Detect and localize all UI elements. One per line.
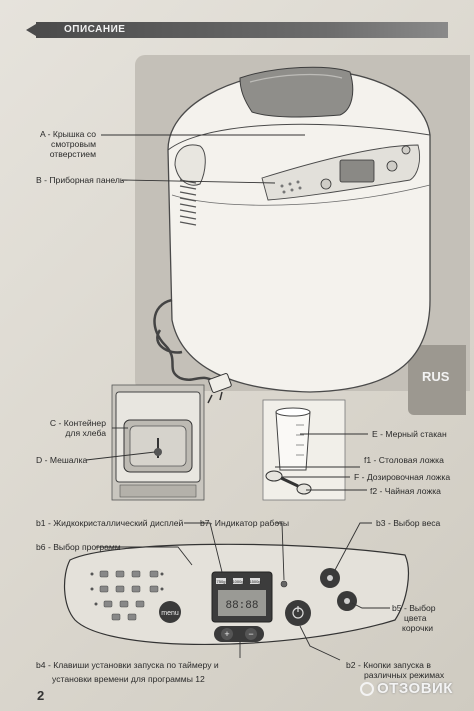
label-start-buttons: b2 - Кнопки запуска в различных режимах — [346, 660, 444, 680]
label-crust-color-line1: b5 - Выбор — [392, 603, 436, 613]
label-timer-keys-line1: b4 - Клавиши установки запуска по таймер… — [36, 660, 219, 670]
bread-maker-icon — [153, 66, 431, 404]
plus-button-label: + — [224, 629, 229, 639]
label-weight-select: b3 - Выбор веса — [376, 518, 441, 528]
label-lid-line2: смотровым — [51, 139, 96, 149]
label-bread-container-line2: для хлеба — [65, 428, 106, 438]
label-lid-line3: отверстием — [49, 149, 96, 159]
measuring-cup-and-spoon-icon — [262, 399, 346, 501]
label-start-buttons-line1: b2 - Кнопки запуска в — [346, 660, 431, 670]
watermark: ОТЗОВИК — [360, 680, 453, 697]
minus-button — [245, 628, 257, 640]
label-crust-color-line2: цвета — [404, 613, 427, 623]
label-timer-keys-line2: установки времени для программы 12 — [52, 674, 205, 684]
control-panel-diagram: menu 750g 1000g 1500g 88:88 + − — [63, 543, 410, 646]
start-button — [285, 600, 311, 626]
label-crust-color-line3: корочки — [402, 623, 434, 633]
label-program-select: b6 - Выбор программ — [36, 542, 121, 552]
language-tab-label: RUS — [422, 369, 450, 384]
label-kneading-paddle: D - Мешалка — [36, 455, 88, 465]
language-tab: RUS — [408, 345, 466, 415]
section-title: ОПИСАНИЕ — [64, 24, 126, 35]
display-weight-1: 750g — [217, 579, 226, 584]
label-crust-color: b5 - Выбор цвета корочки — [392, 603, 436, 633]
menu-button — [159, 601, 181, 623]
label-tablespoon: f1 - Столовая ложка — [364, 455, 444, 465]
label-measuring-cup: E - Мерный стакан — [372, 429, 447, 439]
plus-button — [221, 628, 233, 640]
label-lid: A - Крышка со смотровым отверстием — [36, 129, 96, 159]
label-timer-keys: b4 - Клавиши установки запуска по таймер… — [36, 660, 219, 684]
display-weight-3: 1500g — [249, 579, 260, 584]
label-lid-line1: A - Крышка со — [39, 129, 96, 139]
label-control-panel: B - Приборная панель — [36, 175, 125, 185]
header-arrow-icon — [26, 24, 36, 36]
watermark-text: ОТЗОВИК — [377, 680, 453, 697]
bread-pan-icon — [111, 384, 205, 501]
page-number: 2 — [37, 688, 45, 703]
section-header: ОПИСАНИЕ — [26, 22, 448, 38]
label-bread-container-line1: C - Контейнер — [49, 418, 106, 428]
label-bread-container: C - Контейнер для хлеба — [30, 418, 106, 438]
leader-lines — [85, 134, 390, 661]
label-measuring-spoon: F - Дозировочная ложка — [354, 472, 451, 482]
menu-button-label: menu — [161, 610, 179, 617]
label-status-indicator: b7- Индикатор работы — [200, 518, 290, 528]
label-start-buttons-line2: различных режимах — [364, 670, 445, 680]
label-lcd-display: b1 - Жидкокристаллический дисплей — [36, 518, 184, 528]
display-time: 88:88 — [225, 600, 258, 612]
status-indicator-light — [280, 580, 288, 588]
watermark-logo-icon — [360, 682, 374, 696]
display-weight-2: 1000g — [232, 579, 243, 584]
minus-button-label: − — [248, 629, 253, 639]
label-teaspoon: f2 - Чайная ложка — [370, 486, 441, 496]
